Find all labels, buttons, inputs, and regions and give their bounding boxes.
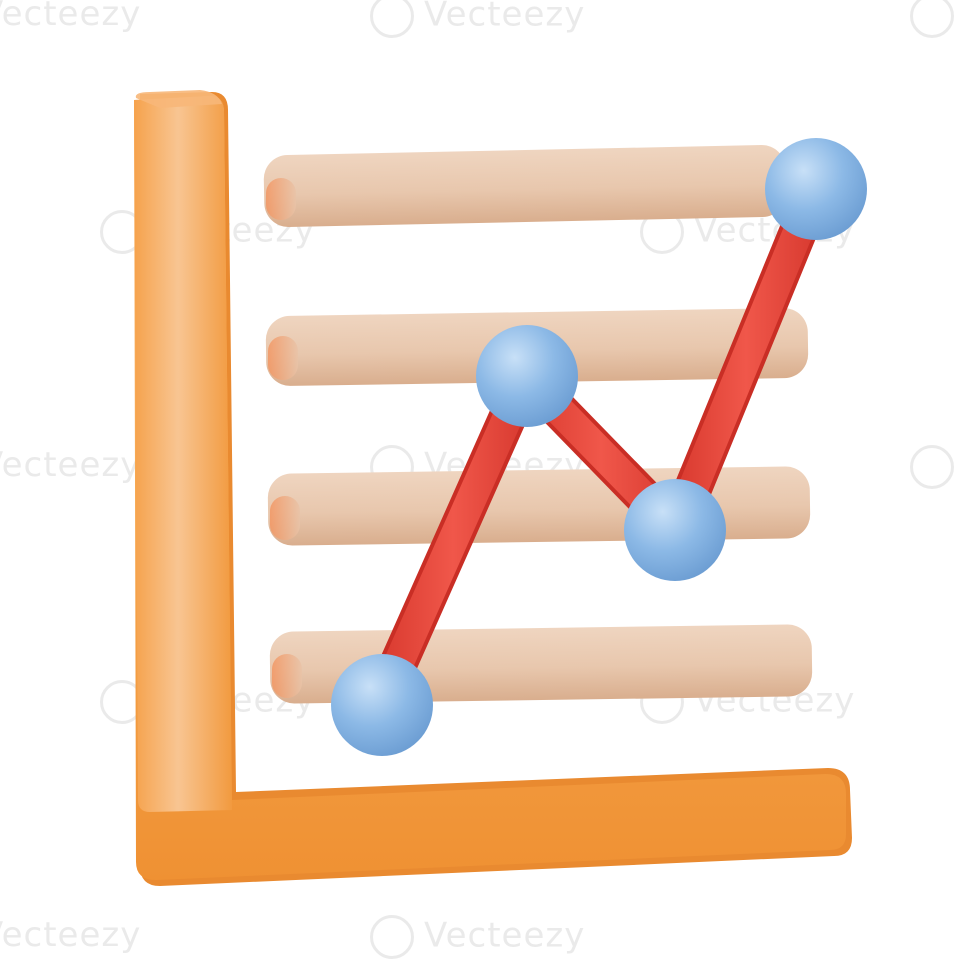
data-point [331,654,433,756]
chart-points [331,138,867,756]
data-point [765,138,867,240]
gridline [263,145,787,227]
data-point [476,325,578,427]
gridline [267,466,811,546]
chart-axis [134,90,852,886]
data-point [624,479,726,581]
